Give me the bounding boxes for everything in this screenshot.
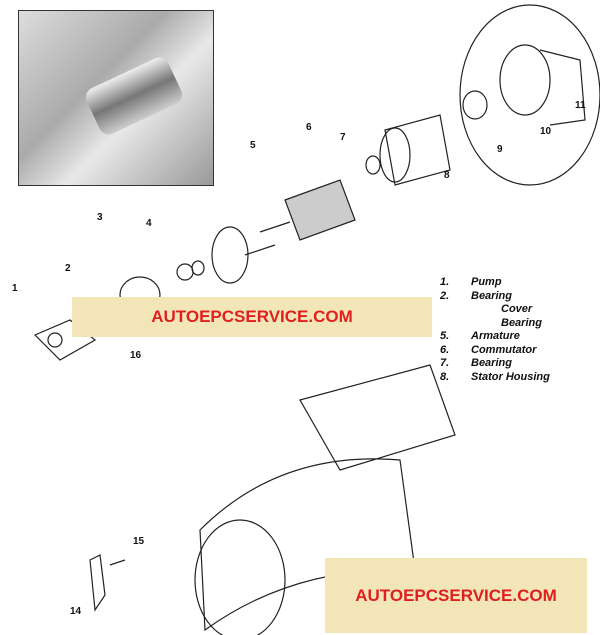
callout-8: 8: [444, 170, 450, 181]
watermark-banner: AUTOEPCSERVICE.COM: [325, 558, 587, 633]
bearing-small: [176, 260, 205, 281]
bearing-7: [365, 155, 381, 175]
legend-item: 2.Bearing: [440, 289, 512, 302]
legend-item: 8.Stator Housing: [440, 370, 550, 383]
bracket-14: [89, 554, 126, 612]
callout-2: 2: [65, 263, 71, 274]
callout-4: 4: [146, 218, 152, 229]
brush-holder: [462, 44, 586, 126]
fan-part: [211, 226, 276, 284]
callout-15: 15: [133, 536, 145, 547]
armature-part: [259, 179, 356, 241]
callout-1: 1: [12, 283, 18, 294]
callout-11: 11: [575, 100, 586, 111]
callout-10: 10: [540, 126, 552, 137]
callout-5: 5: [250, 140, 256, 151]
callout-9: 9: [497, 144, 503, 155]
detail-circle: [459, 4, 600, 186]
parts-legend: 1.Pump 2.Bearing Cover Bearing 5.Armatur…: [440, 276, 550, 384]
watermark-banner: AUTOEPCSERVICE.COM: [72, 297, 432, 337]
legend-item: 6.Commutator: [440, 343, 537, 356]
legend-item: Cover: [501, 303, 533, 315]
legend-item: 5.Armature: [440, 330, 520, 342]
stator-housing: [379, 114, 451, 186]
motor-photo: [18, 10, 214, 186]
legend-item: 7.Bearing: [440, 357, 512, 369]
legend-item: 1.Pump: [440, 276, 502, 288]
callout-3: 3: [97, 212, 103, 223]
legend-item: Bearing: [501, 316, 542, 329]
callout-14: 14: [70, 606, 82, 617]
callout-16: 16: [130, 350, 142, 361]
callout-7: 7: [340, 132, 346, 143]
callout-6: 6: [306, 122, 312, 133]
pump-part: [33, 319, 97, 361]
